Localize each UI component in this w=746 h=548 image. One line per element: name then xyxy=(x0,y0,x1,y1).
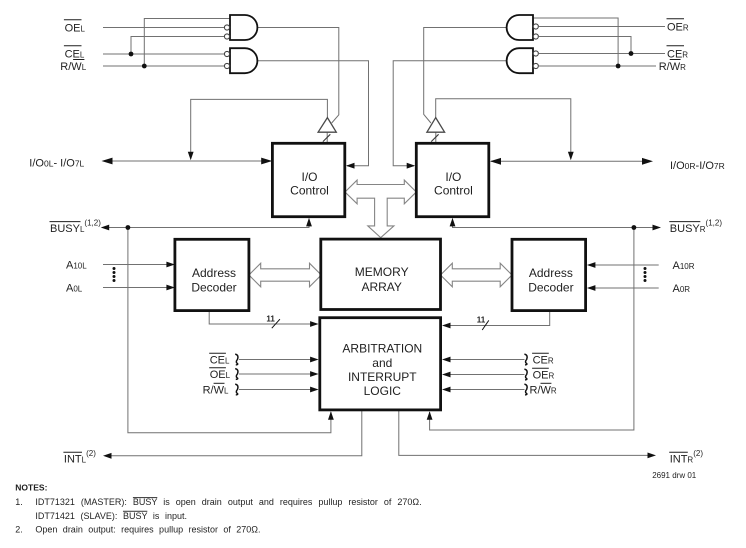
svg-text:2.: 2. xyxy=(15,524,23,534)
svg-text:OER: OER xyxy=(667,21,689,33)
svg-text:A0R: A0R xyxy=(673,283,691,295)
svg-text:IDT71421 (SLAVE): BUSY is inpu: IDT71421 (SLAVE): BUSY is input. xyxy=(35,511,187,521)
svg-text:IDT71321 (MASTER): BUSY is ope: IDT71321 (MASTER): BUSY is open drain ou… xyxy=(35,497,421,507)
svg-text:INTERRUPT: INTERRUPT xyxy=(348,370,417,384)
svg-text:I/O0L- I/O7L: I/O0L- I/O7L xyxy=(29,158,84,170)
svg-text:NOTES:: NOTES: xyxy=(15,483,47,493)
svg-text:Control: Control xyxy=(290,184,329,198)
svg-text:ARBITRATION: ARBITRATION xyxy=(342,341,422,355)
svg-text:CER: CER xyxy=(533,354,554,366)
svg-text:R/WL: R/WL xyxy=(60,61,86,73)
svg-text:Open drain output: requires pu: Open drain output: requires pullup resis… xyxy=(35,524,260,534)
svg-text:I/O0R-I/O7R: I/O0R-I/O7R xyxy=(670,160,725,172)
svg-text:Decoder: Decoder xyxy=(191,281,236,295)
svg-text:11: 11 xyxy=(477,316,486,325)
svg-text:and: and xyxy=(372,356,392,370)
svg-text:Control: Control xyxy=(434,184,473,198)
svg-text:I/O: I/O xyxy=(301,170,317,184)
svg-text:CER: CER xyxy=(667,48,688,60)
svg-text:OEL: OEL xyxy=(210,369,231,381)
svg-text:Address: Address xyxy=(192,266,236,280)
svg-text:R/WR: R/WR xyxy=(659,61,686,73)
svg-text:1.: 1. xyxy=(15,497,23,507)
svg-text:Decoder: Decoder xyxy=(528,281,573,295)
svg-text:LOGIC: LOGIC xyxy=(364,384,402,398)
svg-text:R/WR: R/WR xyxy=(530,384,557,396)
svg-text:ARRAY: ARRAY xyxy=(361,280,401,294)
svg-text:MEMORY: MEMORY xyxy=(355,265,409,279)
svg-text:OEL: OEL xyxy=(65,23,86,35)
svg-text:CEL: CEL xyxy=(210,354,230,366)
svg-text:A10L: A10L xyxy=(66,259,87,271)
svg-text:CEL: CEL xyxy=(65,49,85,61)
svg-text:A0L: A0L xyxy=(66,282,83,294)
svg-text:I/O: I/O xyxy=(445,170,461,184)
svg-text:A10R: A10R xyxy=(673,260,695,272)
svg-text:11: 11 xyxy=(266,315,275,324)
svg-text:OER: OER xyxy=(533,369,555,381)
svg-text:Address: Address xyxy=(529,266,573,280)
svg-text:2691 drw 01: 2691 drw 01 xyxy=(652,471,697,480)
svg-text:R/WL: R/WL xyxy=(203,384,229,396)
